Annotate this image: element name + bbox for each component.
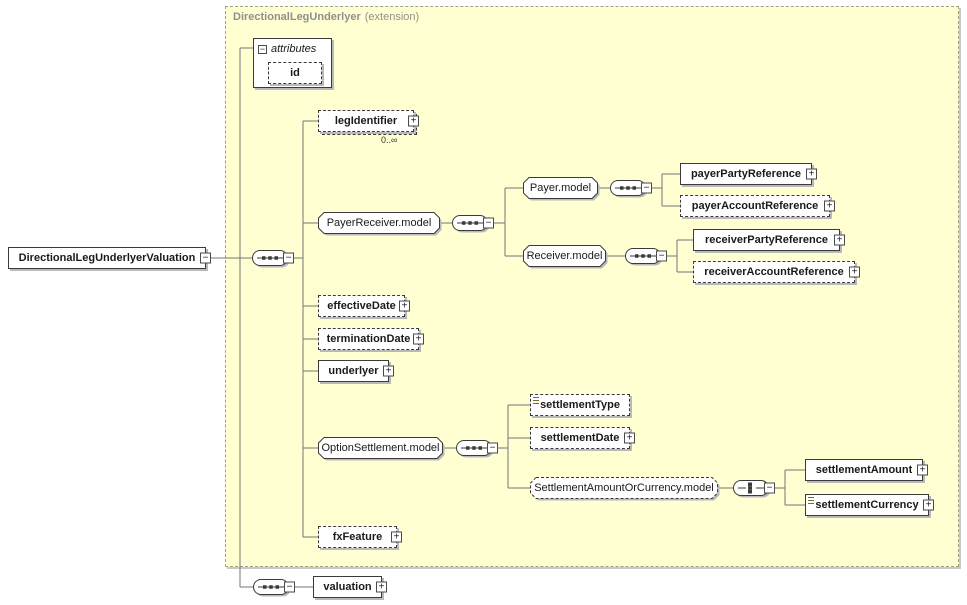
expand-icon[interactable]: +	[824, 200, 835, 212]
element-label: receiverPartyReference	[705, 234, 828, 246]
element-label: terminationDate	[326, 333, 411, 345]
element-label: underlyer	[328, 365, 379, 377]
collapse-icon[interactable]: −	[283, 252, 294, 264]
expand-icon[interactable]: +	[399, 300, 410, 312]
element-directionalLegUnderlyerValuation[interactable]: DirectionalLegUnderlyerValuation −	[8, 247, 211, 269]
occurrence-label: 0..∞	[381, 135, 398, 145]
expand-icon[interactable]: +	[376, 581, 387, 593]
element-label: settlementCurrency	[815, 499, 919, 511]
attribute-label: id	[290, 67, 300, 79]
element-label: valuation	[323, 581, 372, 593]
group-shape	[523, 245, 608, 269]
facets-icon	[808, 497, 814, 504]
model-group-receiver[interactable]: Receiver.model	[523, 245, 608, 269]
expand-icon[interactable]: +	[413, 333, 424, 345]
sequence-compositor[interactable]: −	[625, 248, 667, 266]
group-shape	[318, 437, 445, 461]
sequence-compositor[interactable]: −	[252, 250, 294, 268]
element-payerPartyReference[interactable]: payerPartyReference +	[680, 163, 817, 185]
group-shape	[318, 212, 442, 236]
sequence-compositor[interactable]: −	[610, 180, 652, 198]
element-receiverAccountReference[interactable]: receiverAccountReference +	[693, 261, 860, 283]
group-label: OptionSettlement.model	[321, 442, 440, 454]
sequence-compositor[interactable]: −	[456, 440, 498, 458]
attribute-id[interactable]: id	[268, 62, 322, 84]
expand-icon[interactable]: +	[849, 266, 860, 278]
collapse-icon[interactable]: −	[656, 250, 667, 262]
group-label: PayerReceiver.model	[326, 217, 432, 229]
extension-title: DirectionalLegUnderlyer(extension)	[233, 11, 419, 23]
collapse-icon[interactable]: −	[641, 182, 652, 194]
group-shape	[523, 177, 600, 201]
expand-icon[interactable]: +	[834, 234, 845, 246]
element-label: legIdentifier	[334, 115, 398, 127]
element-label: payerPartyReference	[690, 168, 802, 180]
model-group-optionSettlement[interactable]: OptionSettlement.model	[318, 437, 445, 461]
group-shape	[530, 477, 720, 501]
element-label: fxFeature	[332, 531, 383, 543]
collapse-icon[interactable]: −	[284, 581, 295, 593]
element-label: effectiveDate	[327, 300, 396, 312]
collapse-icon[interactable]: −	[764, 482, 775, 494]
sequence-compositor[interactable]: −	[253, 579, 295, 597]
model-group-payerReceiver[interactable]: PayerReceiver.model	[318, 212, 442, 236]
expand-icon[interactable]: +	[923, 499, 934, 511]
sequence-compositor[interactable]: −	[452, 215, 494, 233]
element-underlyer[interactable]: underlyer +	[318, 360, 394, 382]
element-terminationDate[interactable]: terminationDate +	[318, 328, 424, 350]
element-settlementType[interactable]: settlementType	[530, 394, 630, 416]
element-label: payerAccountReference	[691, 200, 819, 212]
expand-icon[interactable]: +	[624, 432, 635, 444]
group-label: Payer.model	[529, 182, 592, 194]
element-valuation[interactable]: valuation +	[313, 576, 387, 598]
model-group-settlementAmountOrCurrency[interactable]: SettlementAmountOrCurrency.model	[530, 477, 720, 501]
element-fxFeature[interactable]: fxFeature +	[318, 526, 402, 548]
facets-icon	[533, 397, 539, 404]
collapse-icon[interactable]: −	[200, 252, 211, 264]
expand-icon[interactable]: +	[383, 365, 394, 377]
extension-qualifier: (extension)	[364, 11, 420, 23]
element-settlementAmount[interactable]: settlementAmount +	[805, 459, 928, 481]
group-label: Receiver.model	[526, 250, 603, 262]
element-receiverPartyReference[interactable]: receiverPartyReference +	[693, 229, 845, 251]
attributes-header: − attributes	[254, 39, 331, 55]
extension-name: DirectionalLegUnderlyer	[233, 11, 361, 23]
element-label: settlementType	[540, 399, 620, 411]
element-label: DirectionalLegUnderlyerValuation	[18, 252, 196, 264]
element-label: receiverAccountReference	[704, 266, 844, 278]
model-group-payer[interactable]: Payer.model	[523, 177, 600, 201]
element-label: settlementDate	[540, 432, 620, 444]
choice-compositor[interactable]: −	[733, 480, 775, 498]
expand-icon[interactable]: +	[917, 464, 928, 476]
group-label: SettlementAmountOrCurrency.model	[534, 482, 714, 494]
expand-icon[interactable]: +	[806, 168, 817, 180]
element-effectiveDate[interactable]: effectiveDate +	[318, 295, 410, 317]
element-label: settlementAmount	[815, 464, 913, 476]
element-settlementCurrency[interactable]: settlementCurrency +	[805, 494, 934, 516]
expand-icon[interactable]: +	[391, 531, 402, 543]
attributes-label: attributes	[271, 43, 317, 55]
collapse-icon[interactable]: −	[487, 442, 498, 454]
element-payerAccountReference[interactable]: payerAccountReference +	[680, 195, 835, 217]
element-legIdentifier[interactable]: legIdentifier +	[318, 110, 419, 135]
collapse-icon[interactable]: −	[258, 43, 267, 54]
element-settlementDate[interactable]: settlementDate +	[530, 427, 635, 449]
collapse-icon[interactable]: −	[483, 217, 494, 229]
expand-icon[interactable]: +	[408, 115, 419, 127]
